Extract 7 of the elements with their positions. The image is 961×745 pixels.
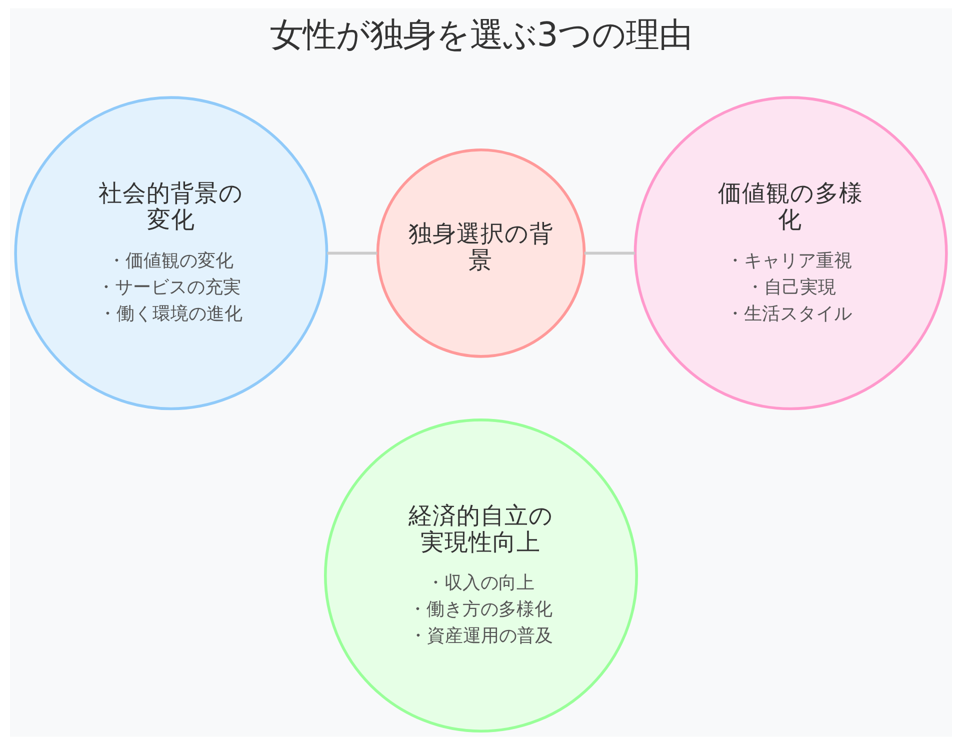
diagram-title: 女性が独身を選ぶ3つの理由 [269,15,692,54]
node-circle: 経済的自立の実現性向上 ・収入の向上 ・働き方の多様化 ・資産運用の普及 [324,418,638,733]
node-circle: 独身選択の背景 [376,148,586,358]
node-circle: 社会的背景の変化 ・価値観の変化 ・サービスの充実 ・働く環境の進化 [14,96,328,410]
connector [584,252,634,255]
node-circle: 価値観の多様化 ・キャリア重視 ・自己実現 ・生活スタイル [633,96,948,410]
connector [326,252,377,255]
